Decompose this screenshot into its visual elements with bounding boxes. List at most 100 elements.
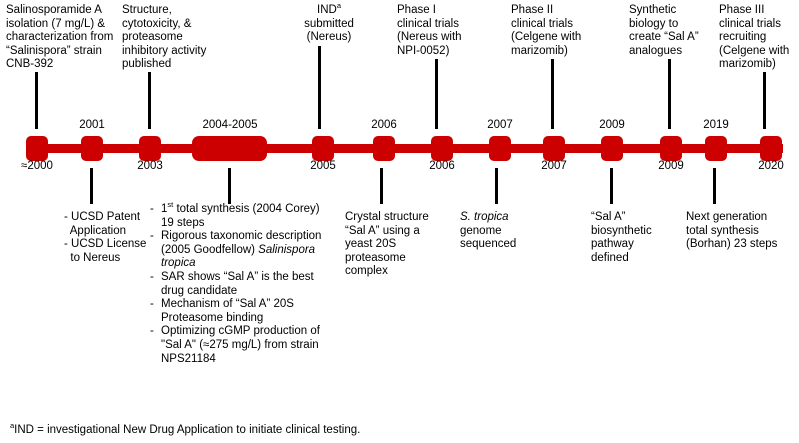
connector-stem-phase3	[763, 72, 766, 129]
event-caption-biosynthetic-pathway: “Sal A” biosynthetic pathway defined	[591, 211, 681, 265]
year-label-2006-below: 2006	[429, 160, 455, 172]
footnote-marker: a	[10, 421, 15, 431]
footnote-marker: a	[336, 1, 341, 11]
caption-line: (Borhan) 23 steps	[686, 238, 778, 251]
caption-line: - UCSD Patent	[64, 211, 141, 223]
connector-stem-nextgen	[713, 168, 716, 204]
event-caption-next-gen-synthesis: Next generation total synthesis (Borhan)…	[686, 211, 796, 252]
year-label-2005: 2005	[310, 160, 336, 172]
list-item: - Rigorous taxonomic description (2005 G…	[150, 230, 328, 271]
footnote: aIND = investigational New Drug Applicat…	[10, 421, 361, 438]
caption-line: (Nereus)	[306, 31, 352, 44]
year-label-2006-above: 2006	[371, 119, 397, 131]
connector-stem-phase1	[435, 59, 438, 129]
timeline-node-2005[interactable]	[312, 136, 334, 161]
connector-stem-phase2	[551, 59, 554, 129]
timeline-node-2007-above[interactable]	[489, 136, 511, 161]
species-name: S. tropica	[460, 211, 509, 223]
timeline-node-2001[interactable]	[81, 136, 103, 161]
list-item-text: Optimizing cGMP production of "Sal A" (≈…	[161, 325, 320, 365]
event-caption-phase-3: Phase III clinical trials recruiting (Ce…	[719, 4, 799, 72]
connector-stem-syntheticbio	[668, 59, 671, 129]
caption-line: (Nereus with	[397, 31, 462, 44]
caption-line: proteasome	[122, 31, 183, 44]
event-caption-structure-published: Structure, cytotoxicity, & proteasome in…	[122, 4, 232, 72]
connector-stem-crystal-structure	[380, 168, 383, 204]
timeline-node-2004-2005[interactable]	[192, 136, 267, 161]
ordinal-suffix: st	[167, 200, 174, 210]
event-caption-ucsd-patent: - UCSD Patent Application - UCSD License…	[64, 211, 159, 265]
timeline-node-2006-below[interactable]	[431, 136, 453, 161]
year-label-2020: 2020	[758, 160, 784, 172]
caption-line: yeast 20S	[345, 238, 397, 251]
caption-line: cytotoxicity, &	[122, 17, 192, 30]
bullet-dash: -	[150, 230, 154, 243]
connector-stem-isolation	[35, 72, 38, 129]
ordinal-number: 1	[161, 203, 168, 215]
timeline-node-2020[interactable]	[760, 136, 782, 161]
caption-line: “Sal A”	[591, 211, 626, 223]
caption-line: Phase I	[397, 4, 436, 16]
caption-line: CNB-392	[6, 58, 54, 71]
year-label-2009-above: 2009	[599, 119, 625, 131]
event-caption-genome-sequenced: S. tropica genome sequenced	[460, 211, 555, 252]
connector-stem-structure	[148, 72, 151, 129]
caption-line: clinical trials	[511, 17, 573, 30]
caption-line: (Celgene with	[511, 31, 582, 44]
list-item-head: Rigorous taxonomic description (2005 Goo…	[161, 230, 322, 256]
caption-line: S. tropica	[460, 211, 555, 225]
timeline-node-2019[interactable]	[705, 136, 727, 161]
caption-line: isolation (7 mg/L) &	[6, 17, 106, 30]
footnote-text: IND = investigational New Drug Applicati…	[14, 424, 361, 436]
caption-line: sequenced	[460, 238, 517, 251]
caption-line: inhibitory activity	[122, 44, 207, 57]
caption-line: pathway	[591, 238, 634, 251]
connector-stem-genome	[495, 168, 498, 204]
bullet-list-2004-2005: - 1st total synthesis (2004 Corey) 19 st…	[150, 200, 328, 366]
connector-stem-ind	[318, 46, 321, 129]
caption-line: submitted	[304, 17, 354, 30]
caption-line: biology to	[629, 17, 679, 30]
list-item: - Optimizing cGMP production of "Sal A" …	[150, 325, 328, 366]
year-label-2007-below: 2007	[541, 160, 567, 172]
caption-line: clinical trials	[397, 17, 459, 30]
event-caption-phase-1: Phase I clinical trials (Nereus with NPI…	[397, 4, 497, 58]
caption-line: total synthesis	[686, 224, 759, 237]
list-item: - Mechanism of “Sal A” 20S Proteasome bi…	[150, 298, 328, 325]
bullet-dash: -	[150, 203, 154, 215]
connector-stem-bullets	[228, 168, 231, 204]
event-caption-synthetic-biology: Synthetic biology to create “Sal A” anal…	[629, 4, 724, 58]
bullet-dash: -	[150, 270, 154, 283]
year-label-2019: 2019	[703, 119, 729, 131]
caption-line: “Sal A” using a	[345, 224, 420, 237]
event-caption-phase-2: Phase II clinical trials (Celgene with m…	[511, 4, 611, 58]
event-caption-crystal-structure: Crystal structure “Sal A” using a yeast …	[345, 211, 450, 279]
caption-line: create “Sal A”	[629, 31, 699, 44]
caption-line: (Celgene with	[719, 44, 790, 57]
caption-line: complex	[345, 265, 388, 278]
timeline-node-2007-below[interactable]	[543, 136, 565, 161]
caption-line: marizomib)	[511, 44, 568, 57]
timeline-node-2000[interactable]	[26, 136, 48, 161]
year-label-2004-2005: 2004-2005	[202, 119, 258, 131]
timeline-node-2009-below[interactable]	[660, 136, 682, 161]
timeline-node-2003[interactable]	[139, 136, 161, 161]
caption-line: Phase II	[511, 4, 554, 16]
event-caption-isolation: Salinosporamide A isolation (7 mg/L) & c…	[6, 4, 124, 72]
caption-line: Salinosporamide A	[6, 4, 102, 16]
year-label-2000: ≈2000	[21, 160, 53, 172]
bullet-dash: -	[150, 298, 154, 311]
caption-line: Phase III	[719, 4, 765, 16]
timeline-node-2009-above[interactable]	[601, 136, 623, 161]
timeline-axis	[28, 144, 783, 153]
event-caption-ind-submitted: INDa submitted (Nereus)	[284, 1, 374, 45]
year-label-2001: 2001	[79, 119, 105, 131]
caption-line: proteasome	[345, 251, 406, 264]
caption-line: Crystal structure	[345, 211, 429, 223]
timeline-node-2006-above[interactable]	[373, 136, 395, 161]
year-label-2007-above: 2007	[487, 119, 513, 131]
caption-line: genome	[460, 224, 502, 237]
species-name: Salinispora tropica	[161, 243, 316, 270]
caption-line: Synthetic	[629, 4, 677, 16]
